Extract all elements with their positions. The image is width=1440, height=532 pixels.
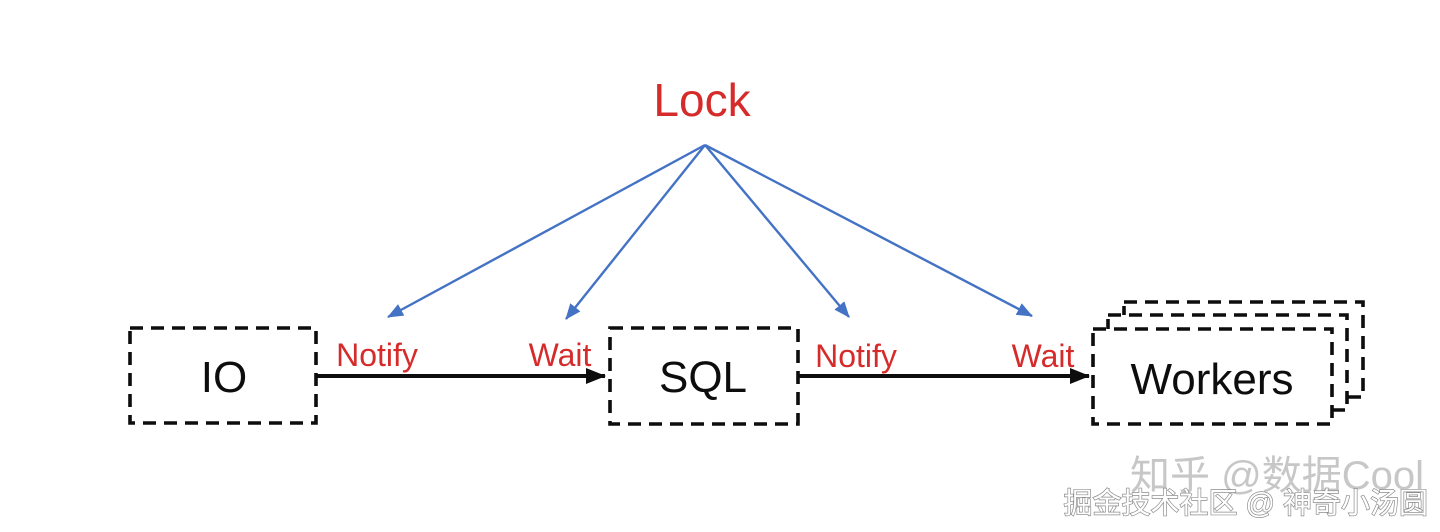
sql-label: SQL — [659, 353, 747, 402]
io-label: IO — [201, 353, 247, 402]
workers-label: Workers — [1131, 355, 1294, 404]
edge-labels: Notify Wait Notify Wait — [336, 337, 1074, 374]
watermark-zhihu: 知乎 @数据Cool — [1130, 454, 1424, 498]
workers-box-front — [1091, 327, 1334, 426]
lock-arrow-to-wait-2 — [704, 143, 1033, 318]
edge-label-wait-1: Wait — [529, 337, 592, 373]
node-sql: SQL — [608, 326, 800, 426]
watermark-juejin: 掘金技术社区 @ 神奇小汤圆 — [1063, 487, 1428, 520]
lock-title: Lock — [653, 74, 751, 126]
edge-label-wait-2: Wait — [1012, 338, 1075, 374]
lock-arrow-to-notify-1 — [387, 143, 706, 319]
sql-box — [608, 326, 800, 426]
node-workers: Workers — [1091, 300, 1365, 426]
lock-arrow-to-wait-1 — [565, 144, 706, 320]
lock-fan-arrows — [387, 143, 1033, 320]
edge-label-notify-1: Notify — [336, 337, 418, 373]
watermarks: 知乎 @数据Cool 掘金技术社区 @ 神奇小汤圆 — [1063, 454, 1429, 521]
io-box — [128, 326, 318, 425]
node-io: IO — [128, 326, 318, 425]
lock-arrow-to-notify-2 — [704, 144, 850, 318]
edge-label-notify-2: Notify — [815, 338, 897, 374]
